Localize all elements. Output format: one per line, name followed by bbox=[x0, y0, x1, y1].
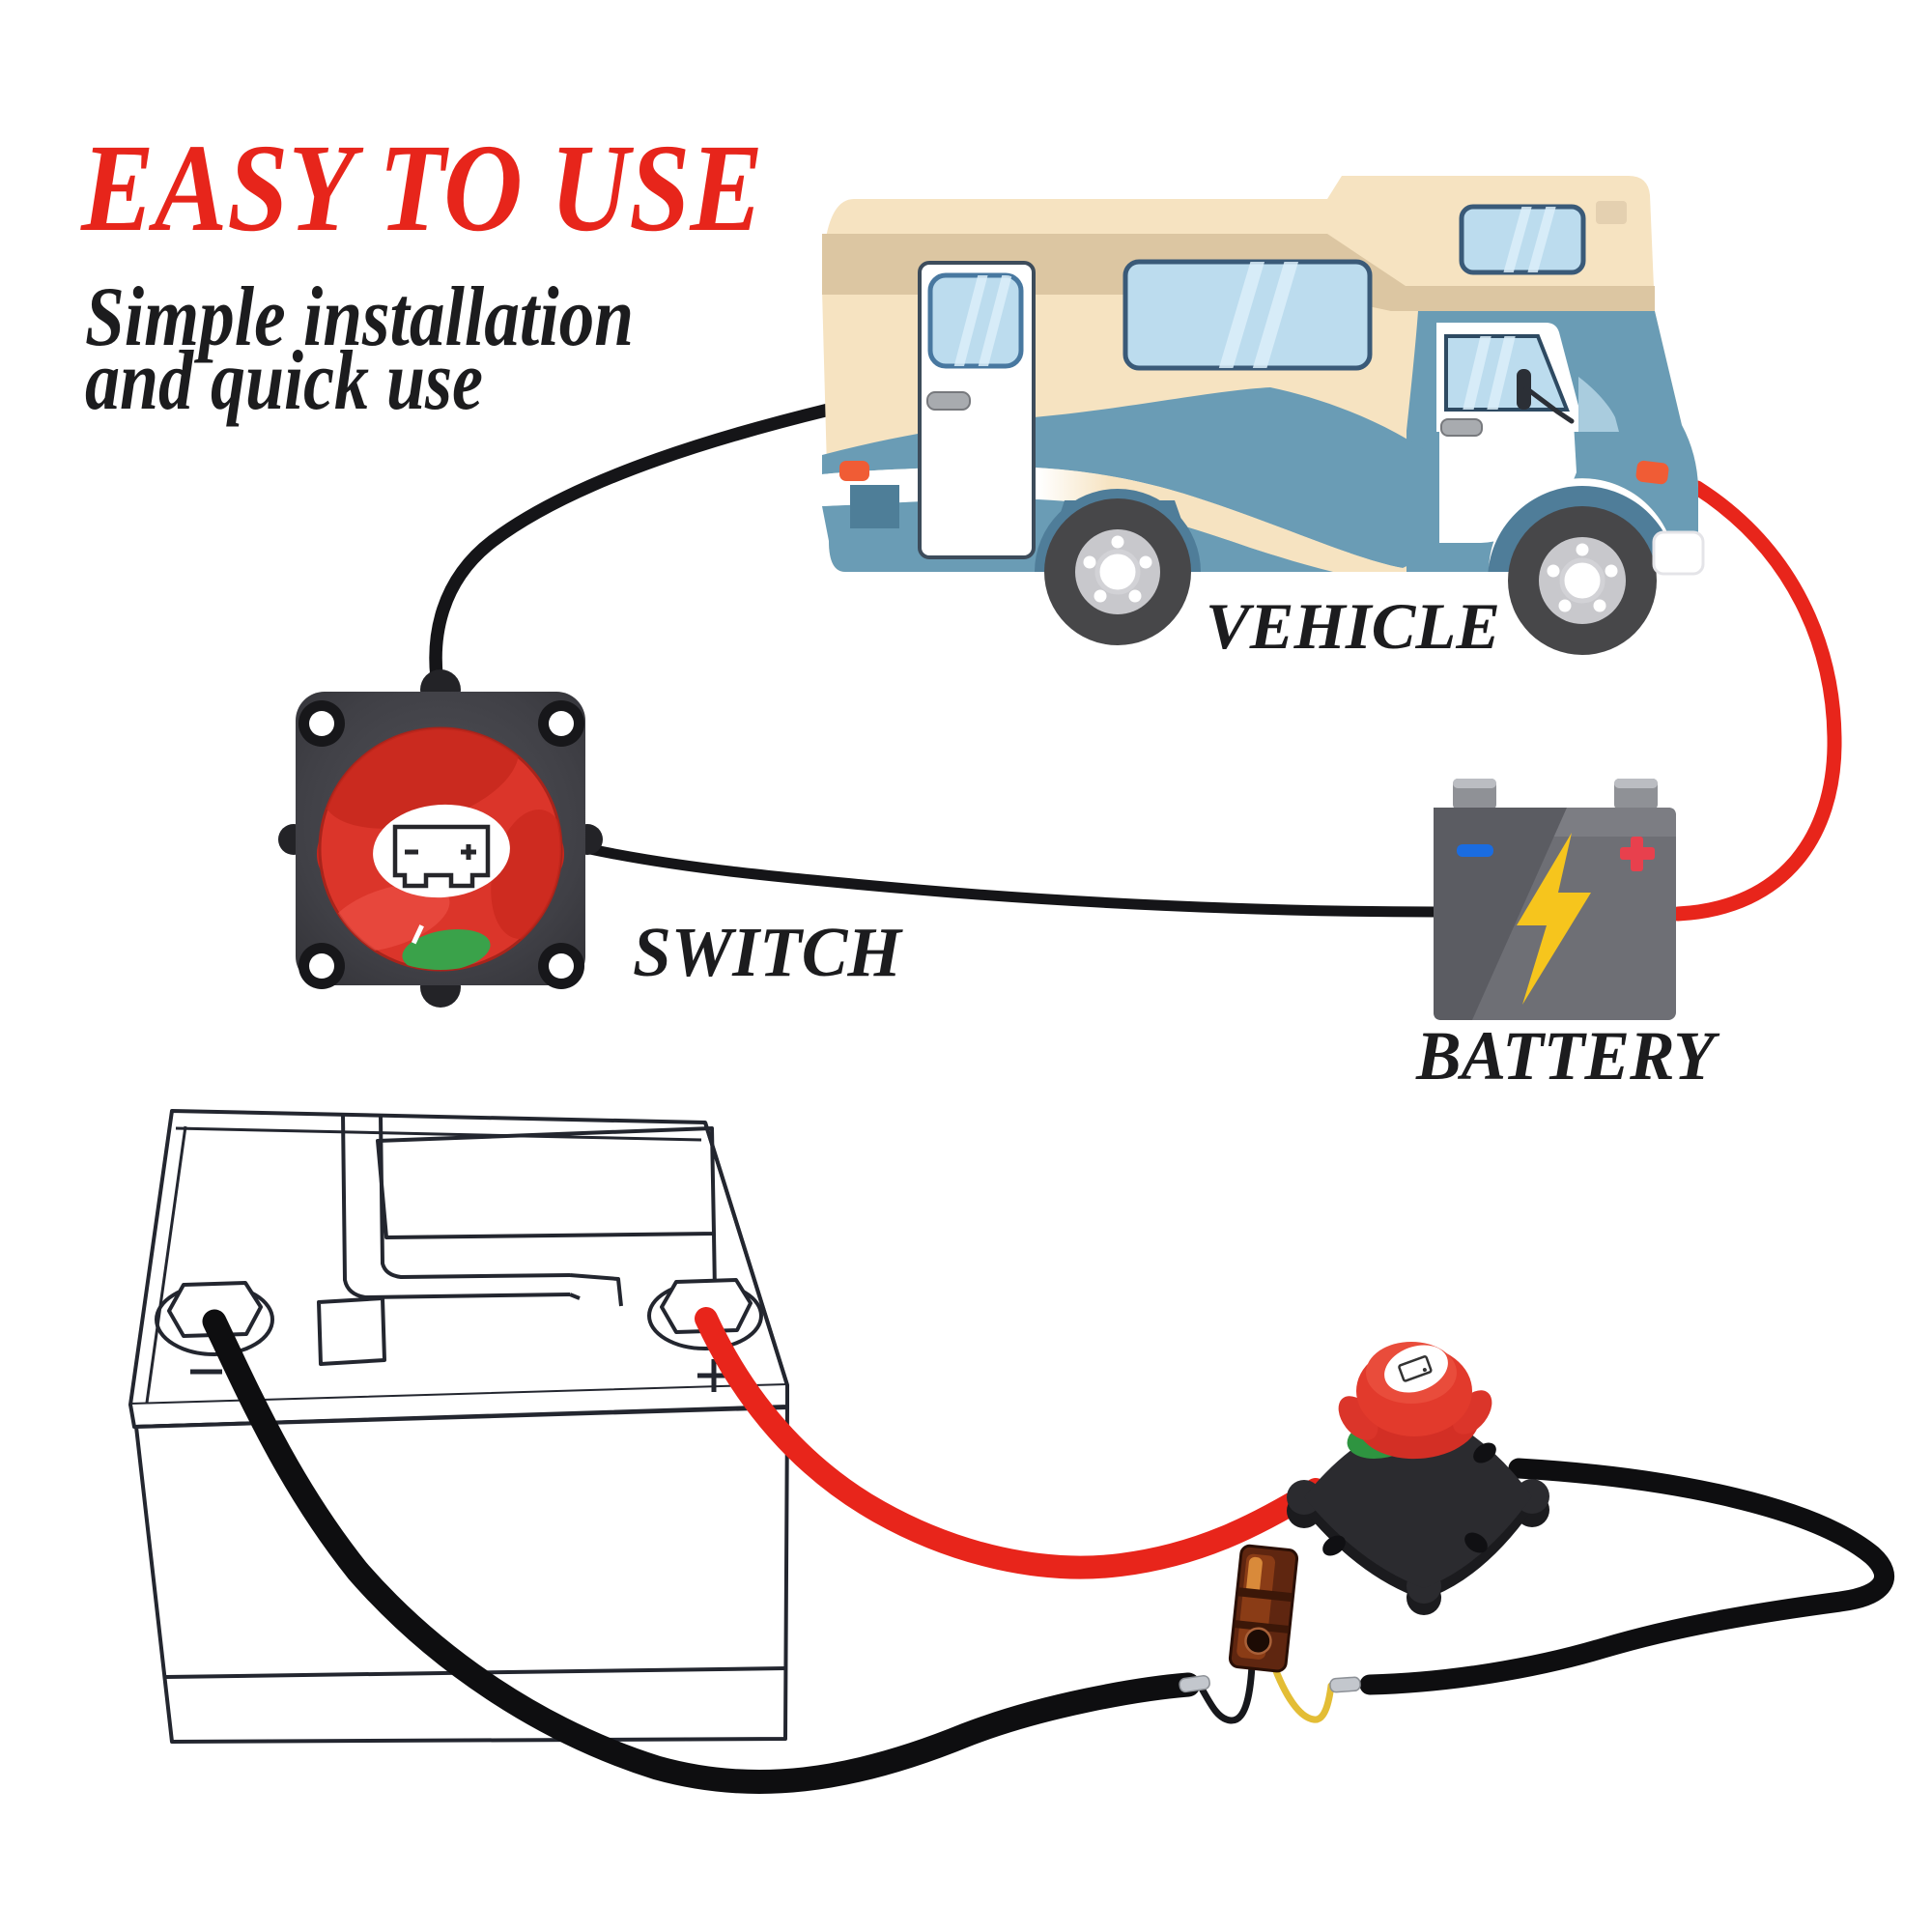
svg-text:SWITCH: SWITCH bbox=[633, 913, 903, 991]
svg-text:BATTERY: BATTERY bbox=[1415, 1017, 1720, 1094]
svg-text:EASY TO USE: EASY TO USE bbox=[80, 119, 763, 258]
svg-text:Simple installation: Simple installation bbox=[85, 270, 634, 364]
svg-text:and quick use: and quick use bbox=[85, 334, 483, 428]
svg-text:VEHICLE: VEHICLE bbox=[1206, 589, 1500, 663]
